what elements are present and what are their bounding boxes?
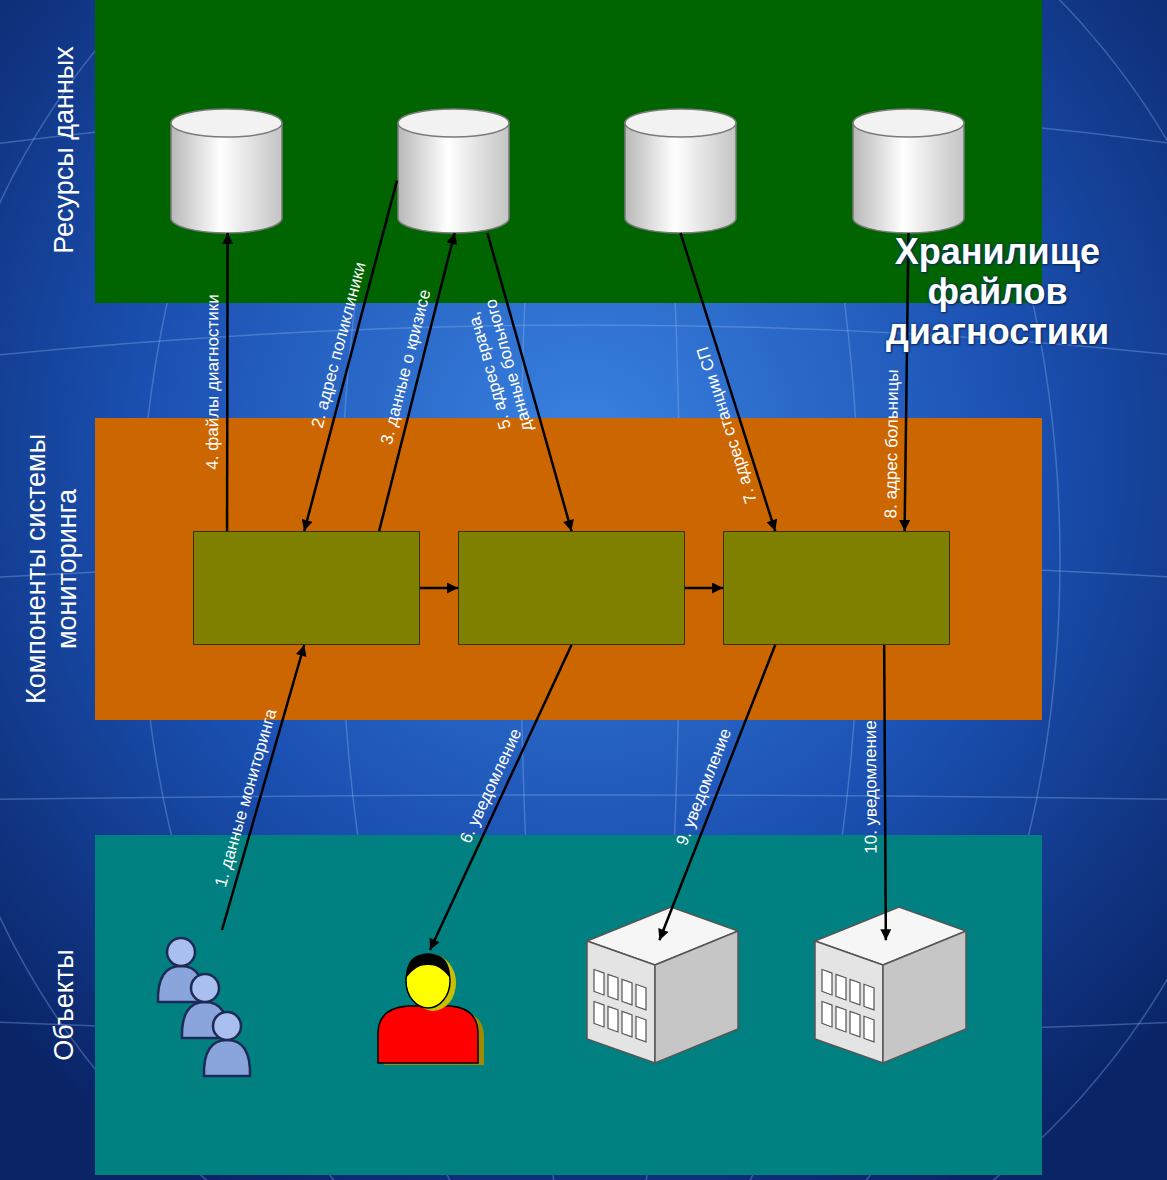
meridian xyxy=(520,0,680,1180)
cylinder-body xyxy=(171,123,282,233)
window xyxy=(822,1001,832,1027)
flow-arrow xyxy=(226,233,229,531)
window xyxy=(622,1011,632,1037)
window xyxy=(608,974,618,1000)
database-cylinder-shape xyxy=(852,108,965,233)
user-head xyxy=(191,974,219,1002)
window xyxy=(864,1016,874,1042)
user-head xyxy=(213,1012,241,1040)
flow-arrow xyxy=(222,645,304,930)
cylinder-body xyxy=(853,123,964,233)
window xyxy=(864,984,874,1010)
meridian xyxy=(140,0,1060,1180)
patients-icon xyxy=(155,930,255,1080)
doctor-icon-shape xyxy=(370,950,490,1065)
cylinder-top xyxy=(398,109,509,137)
database-cylinder xyxy=(852,108,965,233)
flow-arrow xyxy=(685,587,723,590)
doctor-icon xyxy=(370,950,490,1065)
window xyxy=(594,969,604,995)
database-cylinder-shape xyxy=(624,108,737,233)
building-windows xyxy=(822,969,874,1041)
flow-arrow xyxy=(304,181,397,532)
component-box xyxy=(723,531,950,645)
building-side xyxy=(883,931,966,1063)
edge-label: 7. адрес станции СП xyxy=(693,344,761,506)
window xyxy=(836,974,846,1000)
building-front xyxy=(815,941,883,1063)
flow-arrow xyxy=(884,645,886,940)
database-cylinder xyxy=(170,108,283,233)
flow-arrow xyxy=(420,587,458,590)
edge-label: 6. уведомление xyxy=(456,725,526,846)
building-windows xyxy=(594,969,646,1041)
component-box xyxy=(458,531,685,645)
ambulance-station-icon-shape xyxy=(585,905,740,1065)
building-roof xyxy=(587,907,738,965)
window xyxy=(608,1006,618,1032)
meridian xyxy=(340,0,860,1180)
edge-label: 4. файлы диагностики xyxy=(203,294,223,469)
edge-label: 9. уведомление xyxy=(673,726,737,849)
parallel xyxy=(0,795,1167,800)
flow-arrow xyxy=(379,233,454,531)
user-head xyxy=(167,938,195,966)
edge-label: 8. адрес больницы xyxy=(881,370,902,519)
flow-arrow xyxy=(430,645,572,950)
user-body xyxy=(204,1040,250,1076)
person-head-shadow xyxy=(410,955,456,1011)
window xyxy=(850,979,860,1005)
parallel xyxy=(0,560,1167,580)
component-box xyxy=(193,531,420,645)
cylinder-body xyxy=(398,123,509,233)
database-cylinder-shape xyxy=(170,108,283,233)
person-body xyxy=(378,1006,478,1063)
cylinder-top xyxy=(853,109,964,137)
objects-band: Объекты xyxy=(95,835,1042,1175)
storage-caption: Хранилище файлов диагностики xyxy=(835,232,1160,352)
flow-arrow xyxy=(659,645,775,940)
edge-label: 10. уведомление xyxy=(861,720,881,854)
person-hair xyxy=(406,954,450,978)
window xyxy=(636,1016,646,1042)
window xyxy=(822,969,832,995)
parallel xyxy=(0,1020,1167,1035)
band-heading: Компоненты системы мониторинга xyxy=(21,419,83,719)
person-head xyxy=(406,954,450,1008)
window xyxy=(836,1006,846,1032)
window xyxy=(636,984,646,1010)
database-cylinder xyxy=(624,108,737,233)
window xyxy=(622,979,632,1005)
person-shadow xyxy=(384,1010,484,1065)
edge-label: 1. данные мониторинга xyxy=(211,707,281,889)
band-heading: Объекты xyxy=(49,855,80,1155)
database-cylinder-shape xyxy=(397,108,510,233)
building-roof xyxy=(815,907,966,965)
building-side xyxy=(655,931,738,1063)
flow-arrow xyxy=(905,233,909,531)
hospital-icon xyxy=(813,905,968,1065)
cylinder-body xyxy=(625,123,736,233)
band-heading: Ресурсы данных xyxy=(49,0,80,310)
parallel xyxy=(0,105,1167,150)
patients-icon-shape xyxy=(155,930,255,1080)
building-front xyxy=(587,941,655,1063)
user-body xyxy=(182,1002,228,1038)
window xyxy=(594,1001,604,1027)
flow-arrow xyxy=(681,233,776,531)
cylinder-top xyxy=(171,109,282,137)
cylinder-top xyxy=(625,109,736,137)
hospital-icon-shape xyxy=(813,905,968,1065)
ambulance-station-icon xyxy=(585,905,740,1065)
user-body xyxy=(158,966,204,1002)
window xyxy=(850,1011,860,1037)
database-cylinder xyxy=(397,108,510,233)
